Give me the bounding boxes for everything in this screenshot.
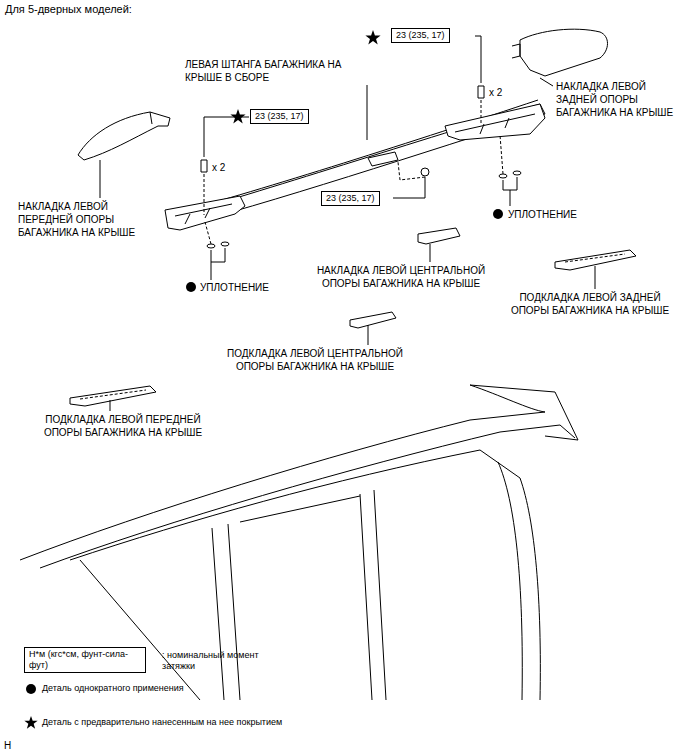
part-label: УПЛОТНЕНИЕ (200, 281, 269, 294)
node-text: 23 (235, 17) (255, 111, 304, 122)
legend-text: Деталь однократного применения (42, 683, 184, 694)
part-label: ПОДКЛАДКА ЛЕВОЙ ЦЕНТРАЛЬНОЙ ОПОРЫ БАГАЖН… (216, 347, 414, 373)
legend-unit-box: Н*м (кгс*см, фунт-сила-фут) (24, 647, 146, 673)
part-label: ЛЕВАЯ ШТАНГА БАГАЖНИКА НА КРЫШЕ В СБОРЕ (185, 58, 350, 84)
node-text: Н*м (кгс*см, фунт-сила-фут) (29, 649, 141, 671)
torque-box: 23 (235, 17) (321, 191, 380, 206)
part-label: УПЛОТНЕНИЕ (508, 208, 577, 221)
quantity-note: x 2 (212, 161, 225, 174)
part-label: НАКЛАДКА ЛЕВОЙ ЗАДНЕЙ ОПОРЫ БАГАЖНИКА НА… (556, 80, 684, 119)
quantity-note: x 2 (489, 86, 502, 99)
part-label: НАКЛАДКА ЛЕВОЙ ПЕРЕДНЕЙ ОПОРЫ БАГАЖНИКА … (18, 200, 153, 239)
legend-text: : номинальный момент затяжки (162, 650, 262, 672)
part-label: ПОДКЛАДКА ЛЕВОЙ ПЕРЕДНЕЙ ОПОРЫ БАГАЖНИКА… (30, 413, 216, 439)
figure-code: H (4, 739, 11, 752)
torque-box: 23 (235, 17) (250, 109, 309, 124)
diagram-title: Для 5-дверных моделей: (5, 3, 132, 15)
part-label: ПОДКЛАДКА ЛЕВОЙ ЗАДНЕЙ ОПОРЫ БАГАЖНИКА Н… (500, 291, 680, 317)
part-label: НАКЛАДКА ЛЕВОЙ ЦЕНТРАЛЬНОЙ ОПОРЫ БАГАЖНИ… (303, 264, 499, 290)
torque-box: 23 (235, 17) (391, 28, 450, 43)
node-text: 23 (235, 17) (326, 193, 375, 204)
legend-text: Деталь с предварительно нанесенным на не… (42, 717, 282, 728)
node-text: 23 (235, 17) (396, 30, 445, 41)
